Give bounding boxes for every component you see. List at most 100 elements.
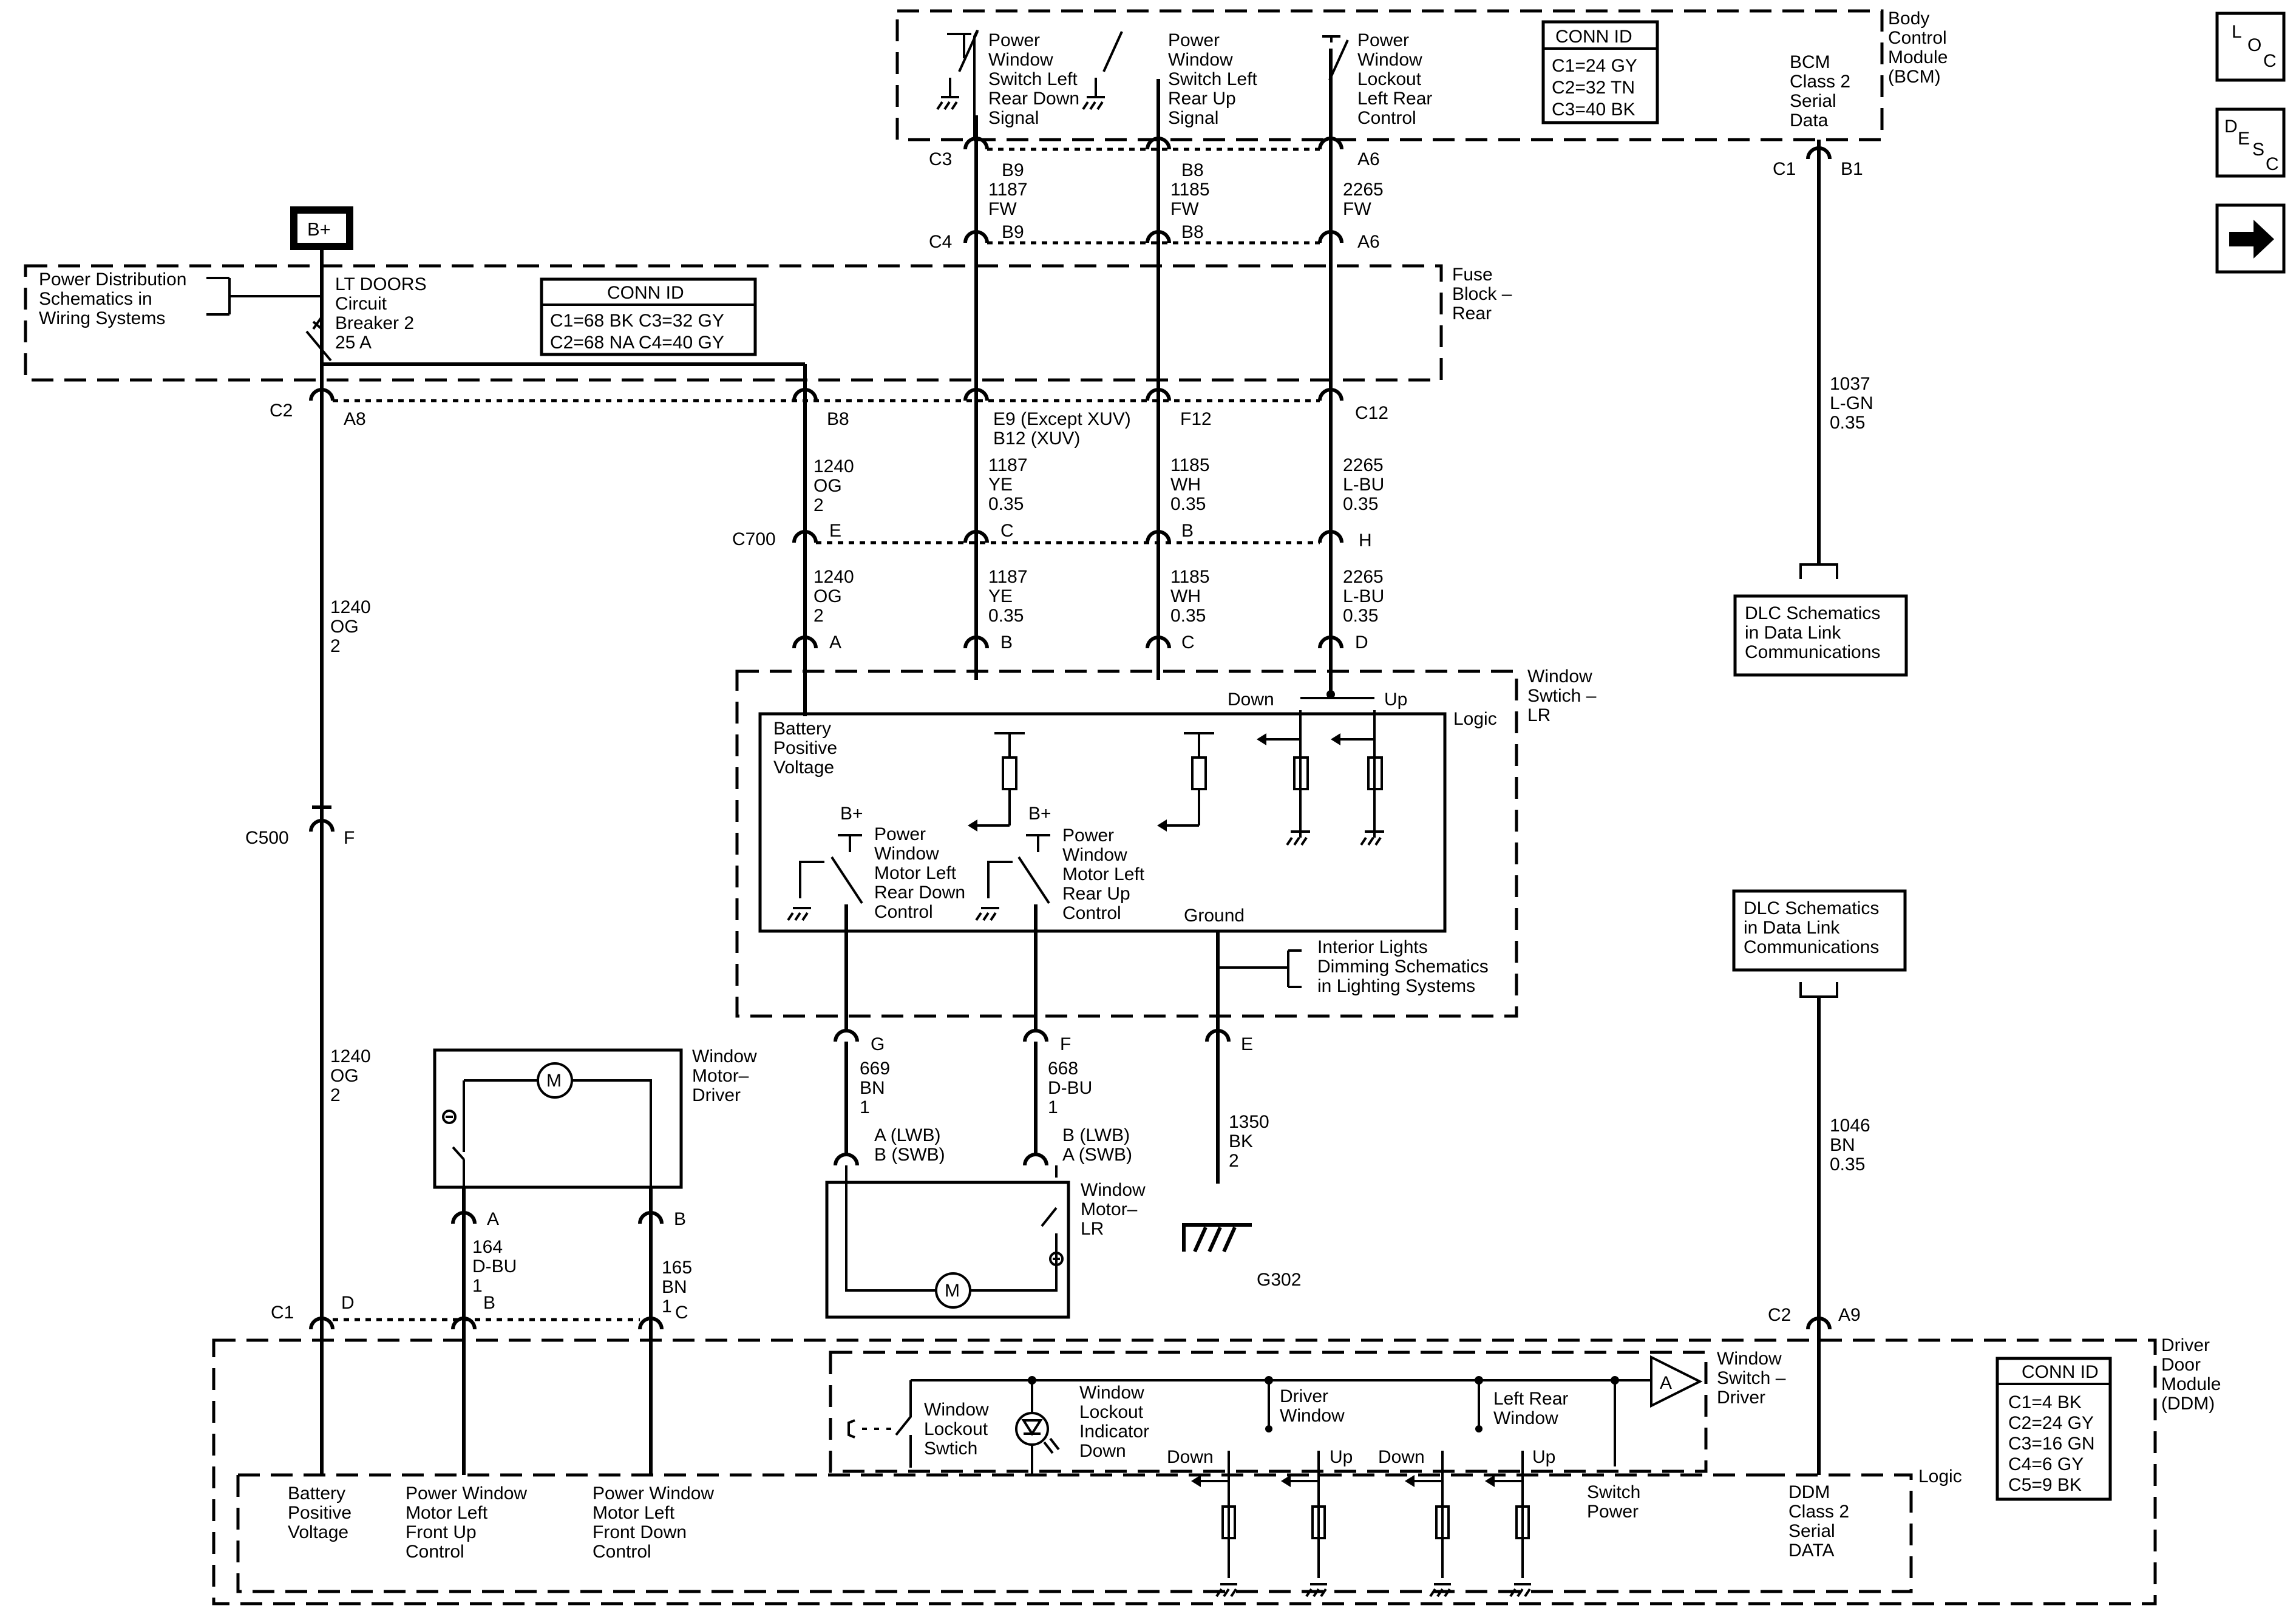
svg-text:Down: Down bbox=[1167, 1447, 1214, 1467]
svg-text:BCM: BCM bbox=[1790, 52, 1830, 72]
connectors-c2: C2 A8 B8 E9 (Except XUV) B12 (XUV) F12 C… bbox=[270, 388, 1388, 449]
switch-driver-boundary bbox=[829, 1351, 1708, 1473]
svg-text:OG: OG bbox=[813, 586, 842, 606]
ddm-boundary bbox=[212, 1338, 2157, 1605]
svg-text:Window: Window bbox=[1081, 1180, 1146, 1200]
svg-text:CONN ID: CONN ID bbox=[607, 283, 684, 303]
svg-text:0.35: 0.35 bbox=[1170, 494, 1206, 514]
svg-text:Motor Left: Motor Left bbox=[406, 1503, 488, 1523]
svg-text:DATA: DATA bbox=[1788, 1541, 1835, 1561]
svg-text:Power Window: Power Window bbox=[406, 1483, 527, 1503]
svg-text:C1: C1 bbox=[271, 1303, 294, 1323]
svg-text:2265: 2265 bbox=[1343, 567, 1384, 587]
svg-text:Window: Window bbox=[1168, 50, 1233, 70]
ddm-conn-id: CONN ID C1=4 BK C2=24 GY C3=16 GN C4=6 G… bbox=[1995, 1357, 2112, 1501]
connector-ddm-c1: C1 D B C bbox=[271, 1293, 688, 1330]
svg-text:M: M bbox=[945, 1281, 960, 1301]
svg-text:OG: OG bbox=[330, 617, 359, 637]
svg-text:(BCM): (BCM) bbox=[1888, 67, 1941, 87]
svg-text:Window: Window bbox=[1357, 50, 1422, 70]
svg-text:Block –: Block – bbox=[1452, 284, 1512, 304]
svg-text:1185: 1185 bbox=[1170, 180, 1210, 200]
svg-text:A (LWB): A (LWB) bbox=[874, 1125, 940, 1145]
svg-text:Motor–: Motor– bbox=[692, 1066, 749, 1086]
svg-text:E9 (Except XUV): E9 (Except XUV) bbox=[993, 409, 1131, 429]
svg-text:B+: B+ bbox=[1028, 804, 1051, 824]
wire-labels-low: 1240 OG 2 1187 YE 0.35 1185 WH 0.35 2265… bbox=[813, 567, 1384, 626]
svg-text:Switch: Switch bbox=[1587, 1482, 1640, 1502]
svg-text:0.35: 0.35 bbox=[1170, 606, 1206, 626]
svg-text:Fuse: Fuse bbox=[1452, 265, 1493, 285]
svg-text:Window: Window bbox=[1280, 1406, 1345, 1426]
lr-switch-boundary bbox=[735, 670, 1518, 1018]
svg-text:CONN ID: CONN ID bbox=[1555, 27, 1632, 47]
svg-text:C2: C2 bbox=[1768, 1305, 1791, 1325]
svg-text:B: B bbox=[1000, 632, 1013, 653]
svg-text:Schematics in: Schematics in bbox=[39, 289, 152, 309]
motor-icon bbox=[935, 1272, 971, 1309]
svg-text:A: A bbox=[487, 1209, 499, 1229]
svg-text:C2: C2 bbox=[270, 401, 293, 421]
desc-button[interactable]: D E S C bbox=[2215, 107, 2286, 178]
svg-text:1: 1 bbox=[860, 1097, 870, 1117]
window-motor-lr: M Window Motor– LR bbox=[825, 1165, 1146, 1319]
svg-text:Indicator: Indicator bbox=[1079, 1422, 1149, 1442]
svg-text:Communications: Communications bbox=[1745, 642, 1880, 662]
svg-text:Front Down: Front Down bbox=[593, 1522, 687, 1542]
svg-text:in Data Link: in Data Link bbox=[1744, 918, 1840, 938]
svg-text:1187: 1187 bbox=[988, 180, 1028, 200]
svg-text:Lockout: Lockout bbox=[1357, 69, 1422, 89]
svg-text:Rear Up: Rear Up bbox=[1168, 89, 1236, 109]
svg-text:B1: B1 bbox=[1841, 159, 1863, 179]
svg-text:C1=68 BK C3=32 GY: C1=68 BK C3=32 GY bbox=[550, 311, 724, 331]
svg-text:BK: BK bbox=[1229, 1131, 1253, 1151]
svg-text:F: F bbox=[344, 828, 355, 848]
svg-text:0.35: 0.35 bbox=[1343, 494, 1378, 514]
svg-text:Power: Power bbox=[1062, 825, 1114, 846]
svg-text:Voltage: Voltage bbox=[288, 1522, 348, 1542]
wire-1046-labels: 1046 BN 0.35 bbox=[1830, 1116, 1870, 1175]
svg-text:Up: Up bbox=[1532, 1447, 1555, 1467]
svg-text:Control: Control bbox=[406, 1542, 464, 1562]
connector-c500: C500 F bbox=[245, 805, 355, 848]
svg-text:B: B bbox=[1181, 521, 1194, 541]
amplifier-icon bbox=[1650, 1355, 1703, 1408]
svg-text:C: C bbox=[675, 1303, 688, 1323]
svg-text:Interior Lights: Interior Lights bbox=[1317, 937, 1428, 957]
svg-text:Module: Module bbox=[2161, 1374, 2221, 1394]
svg-text:F: F bbox=[1060, 1034, 1071, 1054]
svg-text:25 A: 25 A bbox=[335, 333, 372, 353]
svg-text:668: 668 bbox=[1048, 1059, 1078, 1079]
svg-text:BN: BN bbox=[1830, 1135, 1855, 1155]
svg-text:C12: C12 bbox=[1355, 403, 1388, 423]
svg-text:Ground: Ground bbox=[1184, 906, 1245, 926]
svg-text:C4=6 GY: C4=6 GY bbox=[2008, 1454, 2084, 1474]
svg-text:C2=68 NA C4=40 GY: C2=68 NA C4=40 GY bbox=[550, 333, 724, 353]
svg-text:Power: Power bbox=[988, 30, 1040, 50]
svg-text:Control: Control bbox=[593, 1542, 651, 1562]
loc-button[interactable]: L O C bbox=[2215, 12, 2286, 82]
svg-text:C3: C3 bbox=[929, 149, 952, 169]
svg-text:1: 1 bbox=[472, 1276, 483, 1296]
desc-letter: D bbox=[2224, 117, 2238, 137]
svg-text:2: 2 bbox=[813, 606, 824, 626]
svg-text:1185: 1185 bbox=[1170, 455, 1210, 475]
svg-text:Class 2: Class 2 bbox=[1788, 1502, 1849, 1522]
svg-text:F12: F12 bbox=[1180, 409, 1212, 429]
bcm-labels: Power Window Switch Left Rear Down Signa… bbox=[988, 30, 1850, 131]
svg-text:LT DOORS: LT DOORS bbox=[335, 274, 427, 294]
svg-text:B9: B9 bbox=[1002, 222, 1024, 242]
svg-text:Window: Window bbox=[874, 844, 939, 864]
svg-text:A: A bbox=[829, 632, 841, 653]
svg-text:Control: Control bbox=[1888, 28, 1947, 48]
svg-text:E: E bbox=[1241, 1034, 1253, 1054]
svg-text:1240: 1240 bbox=[330, 1046, 371, 1066]
lr-internals: Battery Positive Voltage Down Up B+ B+ P… bbox=[773, 690, 1407, 926]
svg-text:C700: C700 bbox=[732, 529, 776, 549]
next-arrow-button[interactable] bbox=[2215, 203, 2286, 274]
svg-text:Power: Power bbox=[1357, 30, 1409, 50]
svg-text:H: H bbox=[1359, 531, 1372, 551]
svg-text:1: 1 bbox=[662, 1297, 672, 1317]
svg-text:B+: B+ bbox=[307, 219, 331, 240]
svg-text:Window: Window bbox=[988, 50, 1053, 70]
